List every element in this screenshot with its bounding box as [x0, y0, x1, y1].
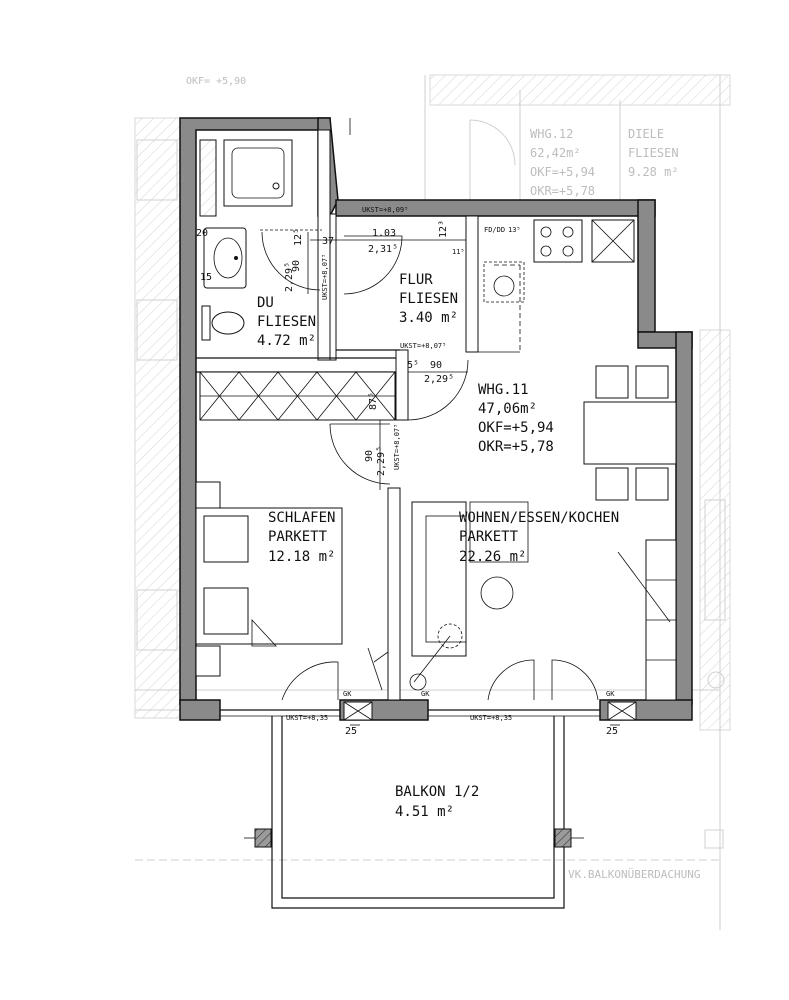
ukst-top-label: UKST=+8,09⁵	[362, 206, 408, 214]
balcony-roof-label: VK.BALKONÜBERDACHUNG	[568, 868, 700, 881]
room-labels: DU FLIESEN 4.72 m² FLUR FLIESEN 3.40 m² …	[257, 272, 619, 820]
dim-103: 1.03	[372, 228, 396, 239]
schlafen-floor: PARKETT	[268, 529, 328, 545]
ukst-bottom-1: UKST=+8,35	[286, 714, 328, 722]
armchair	[469, 501, 529, 563]
wohnen-name: WOHNEN/ESSEN/KOCHEN	[459, 510, 619, 526]
wohnen-area: 22.26 m²	[459, 549, 526, 565]
chair	[595, 467, 629, 501]
sofa	[411, 501, 467, 657]
dim-2295c: 2,29⁵	[376, 446, 387, 476]
schlafen-area: 12.18 m²	[268, 549, 335, 565]
dim-231: 2,31⁵	[368, 244, 398, 255]
dim-135: 13⁵	[508, 226, 521, 234]
gk-label-2: GK	[421, 690, 430, 698]
chair	[635, 365, 669, 399]
pillow	[203, 587, 249, 635]
balcony	[244, 701, 637, 909]
dim-2295b: 2,29⁵	[424, 374, 454, 385]
dim-123: 12³	[438, 220, 449, 238]
balkon-area: 4.51 m²	[395, 804, 454, 820]
neighbor-diele-floor: FLIESEN	[628, 146, 679, 160]
neighbor-diele-label: DIELE	[628, 127, 664, 141]
neighbor-area-label: 62,42m²	[530, 146, 581, 160]
coffee-table	[480, 576, 514, 610]
du-area: 4.72 m²	[257, 333, 316, 349]
lamp	[437, 623, 463, 649]
interior-walls	[196, 129, 521, 701]
bathroom-fixtures	[199, 139, 322, 341]
dim-25b: 25	[606, 726, 618, 737]
du-floor: FLIESEN	[257, 314, 316, 330]
chair	[595, 365, 629, 399]
flur-name: FLUR	[399, 272, 433, 288]
kitchen	[483, 219, 635, 303]
dim-37: 37	[322, 236, 334, 247]
dim-15: 15	[200, 272, 212, 283]
whg-okr: OKR=+5,78	[478, 439, 554, 455]
shower-drain-icon	[272, 182, 280, 190]
neighbor-whg-label: WHG.12	[530, 127, 573, 141]
dim-25a: 25	[345, 726, 357, 737]
door-swing	[281, 661, 339, 701]
toilet-cistern	[201, 305, 211, 341]
sink	[493, 275, 515, 297]
dim-115: 11⁵	[452, 248, 465, 256]
neighbor-diele-area: 9.28 m²	[628, 165, 679, 179]
neighbor-okf-label: OKF= +5,90	[186, 76, 246, 87]
door-swing	[487, 659, 535, 701]
dim-90c: 90	[364, 450, 375, 462]
dim-125: 12⁵	[293, 228, 304, 246]
whg-area: 47,06m²	[478, 401, 537, 417]
schlafen-name: SCHLAFEN	[268, 510, 335, 526]
wohnen-floor: PARKETT	[459, 529, 519, 545]
neighbor-okf-label-2: OKF=+5,94	[530, 165, 595, 179]
ukst-du-label: UKST=+8,07⁵	[321, 254, 329, 300]
ukst-bottom-2: UKST=+8,35	[470, 714, 512, 722]
shower-tray	[223, 139, 293, 207]
gk-label-1: GK	[343, 690, 352, 698]
bed	[195, 507, 343, 645]
dim-875: 87⁵	[368, 392, 379, 410]
whg-okf: OKF=+5,94	[478, 420, 554, 436]
ukst-flur-label: UKST=+8,07⁵	[400, 342, 446, 350]
flur-area: 3.40 m²	[399, 310, 458, 326]
door-swing	[343, 235, 403, 295]
dim-20: 20	[196, 228, 208, 239]
pillow	[203, 515, 249, 563]
cooktop	[533, 219, 583, 263]
nightstand	[195, 481, 221, 509]
door-swing	[551, 659, 599, 701]
balcony-post	[554, 828, 572, 848]
neighbor-okr-label: OKR=+5,78	[530, 184, 595, 198]
furniture	[195, 365, 677, 701]
balkon-name: BALKON 1/2	[395, 784, 479, 800]
dimension-lines	[307, 118, 620, 726]
washbasin	[203, 227, 247, 289]
dim-2295a: 2,29⁵	[284, 262, 295, 292]
dim-90a: 90	[291, 260, 302, 272]
fd-label: FD/DD	[484, 226, 505, 234]
whg-name: WHG.11	[478, 382, 529, 398]
dining-table	[583, 401, 677, 465]
flur-floor: FLIESEN	[399, 291, 458, 307]
dim-55: 5⁵	[407, 360, 419, 371]
doors	[281, 235, 599, 701]
door-swing	[407, 359, 469, 421]
gk-label-3: GK	[606, 690, 615, 698]
chair	[635, 467, 669, 501]
annotations: UKST=+8,09⁵ 1.03 2,31⁵ 37 12⁵ 90 2,29⁵ U…	[196, 206, 618, 737]
door-swing	[329, 423, 391, 485]
ukst-wall-label: UKST=+8,07⁵	[393, 424, 401, 470]
du-name: DU	[257, 295, 274, 311]
nightstand	[195, 645, 221, 677]
dim-90b: 90	[430, 360, 442, 371]
neighbor-context: OKF= +5,90 WHG.12 62,42m² OKF=+5,94 OKR=…	[134, 74, 731, 930]
toilet-bowl	[211, 311, 245, 335]
balcony-post	[254, 828, 272, 848]
